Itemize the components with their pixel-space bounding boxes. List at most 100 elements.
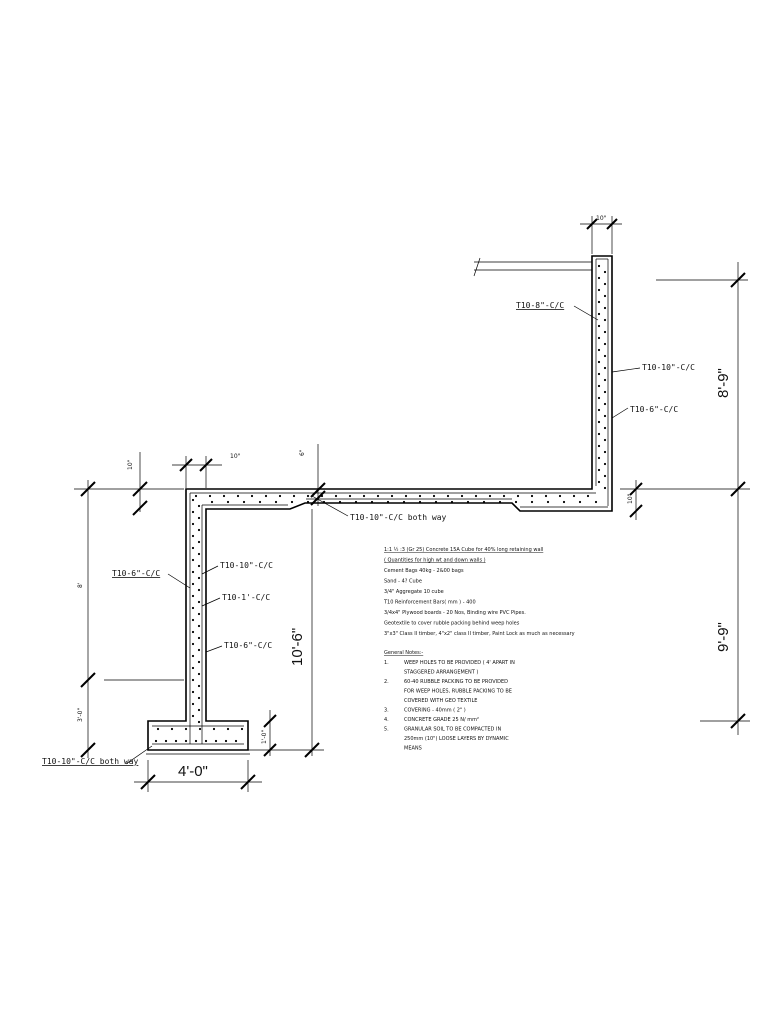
rebar-dot [191, 678, 195, 682]
general-note-line: WEEP HOLES TO BE PROVIDED ( 4' APART IN [404, 660, 515, 666]
rebar-dot [603, 366, 607, 370]
dim-left-tick-2 [80, 672, 96, 688]
rebar-dot [597, 360, 601, 364]
rebar-dot [250, 494, 254, 498]
rebar-dot [197, 516, 201, 520]
rebar-dot [191, 690, 195, 694]
rebar-dot [516, 494, 520, 498]
dim-right-tick-1 [730, 272, 746, 288]
rebar-dot [603, 438, 607, 442]
rebar-dot [164, 739, 168, 743]
rebar-dot [603, 414, 607, 418]
rebar-dot [191, 642, 195, 646]
general-note-number: 2. [384, 679, 389, 685]
rebar-dot [597, 312, 601, 316]
dim-step-label: 6" [299, 449, 306, 456]
rebar-dot [191, 534, 195, 538]
spec-line: 3/4" Aggregate 10 cube [384, 589, 444, 595]
rebar-dot [191, 630, 195, 634]
dim-lower-wall-label: 9'-9" [715, 622, 732, 652]
rebar-dot [594, 500, 598, 504]
general-note-line: 250mm (10") LOOSE LAYERS BY DYNAMIC [404, 736, 509, 742]
rebar-dot [603, 426, 607, 430]
rebar-dot [236, 494, 240, 498]
rebar-dot [544, 494, 548, 498]
rebar-dot [597, 372, 601, 376]
rebar-dot [597, 264, 601, 268]
rebar-dot [170, 727, 174, 731]
rebar-dot [191, 618, 195, 622]
rebar-dot [603, 378, 607, 382]
rebar-dot [334, 494, 338, 498]
dim-top-label: 10" [596, 215, 607, 222]
rebar-dot [466, 500, 470, 504]
dim-upper-wall-label: 8'-9" [715, 368, 732, 398]
dimension-labels: 10" 8'-9" 9'-9" 10" 6" 10" 10" 8' 3'-0" … [77, 215, 732, 780]
rebar-dot [338, 500, 342, 504]
rebar-dot [197, 612, 201, 616]
dim-slab-label: 10" [627, 493, 634, 504]
rebar-dot [264, 494, 268, 498]
rebar-dot [197, 564, 201, 568]
rebar-dot [597, 336, 601, 340]
rebar-dot [390, 494, 394, 498]
general-note-line: COVERED WITH GEO TEXTILE [404, 698, 477, 704]
spec-line: ( Quantities for high wt and down walls … [384, 558, 486, 564]
leader-stem-1 [201, 565, 219, 575]
spec-lines: 1:1 ½ :3 (Gr 25) Concrete 15A Cube for 4… [383, 546, 575, 637]
rebar-dot [191, 510, 195, 514]
rebar-dot [306, 500, 310, 504]
rebar-dot [432, 494, 436, 498]
rebar-dot [197, 636, 201, 640]
rebar-dot [474, 494, 478, 498]
rebar-dot [434, 500, 438, 504]
rebar-dot [502, 494, 506, 498]
rebar-dot [234, 739, 238, 743]
rebar-dot [460, 494, 464, 498]
rebar-dot [597, 432, 601, 436]
rebar-dot [197, 684, 201, 688]
rebar-dot [194, 494, 198, 498]
rebar-dot [418, 494, 422, 498]
spec-line: T10 Reinforcement Bars( mm ) - 400 [383, 600, 476, 606]
rebar-dot [603, 294, 607, 298]
rebar-slab: T10-10"-C/C both way [350, 513, 447, 522]
general-notes-list: 1.WEEP HOLES TO BE PROVIDED ( 4' APART I… [384, 660, 515, 752]
dim-footing-width-tick-r [240, 774, 256, 790]
rebar-dot [197, 660, 201, 664]
rebar-dot [222, 494, 226, 498]
rebar-dot [404, 494, 408, 498]
dim-stem-thickness-label: 10" [230, 453, 241, 460]
rebar-dot [184, 727, 188, 731]
rebar-left-outer: T10-6"-C/C [112, 569, 160, 578]
dim-footing-width-label: 4'-0" [178, 763, 208, 780]
rebar-dot [197, 708, 201, 712]
rebar-dot [156, 727, 160, 731]
rebar-dot [603, 474, 607, 478]
rebar-dot [191, 654, 195, 658]
general-note-number: 3. [384, 708, 389, 714]
dim-footing-width-tick-l [140, 774, 156, 790]
dim-footing-tick-1 [263, 714, 277, 728]
leader-stem-3 [205, 645, 223, 653]
rebar-dot [292, 494, 296, 498]
rebar-dot [290, 500, 294, 504]
rebar-dot [191, 558, 195, 562]
leader-stem-2 [201, 597, 221, 607]
leader-slab [311, 495, 349, 517]
rebar-dot [191, 498, 195, 502]
rebar-dot [197, 624, 201, 628]
general-note-number: 4. [384, 717, 389, 723]
dim-step-tick-2 [310, 490, 326, 506]
general-note-line: CONCRETE GRADE 25 N/ mm² [404, 717, 479, 723]
rebar-dot [240, 727, 244, 731]
rebar-dot [191, 582, 195, 586]
rebar-dot [418, 500, 422, 504]
dim-stem-total-label: 10'-6" [289, 628, 306, 666]
rebar-dot [597, 420, 601, 424]
rebar-dot [191, 714, 195, 718]
rebar-dot [274, 500, 278, 504]
rebar-dot [376, 494, 380, 498]
rebar-dot [191, 546, 195, 550]
